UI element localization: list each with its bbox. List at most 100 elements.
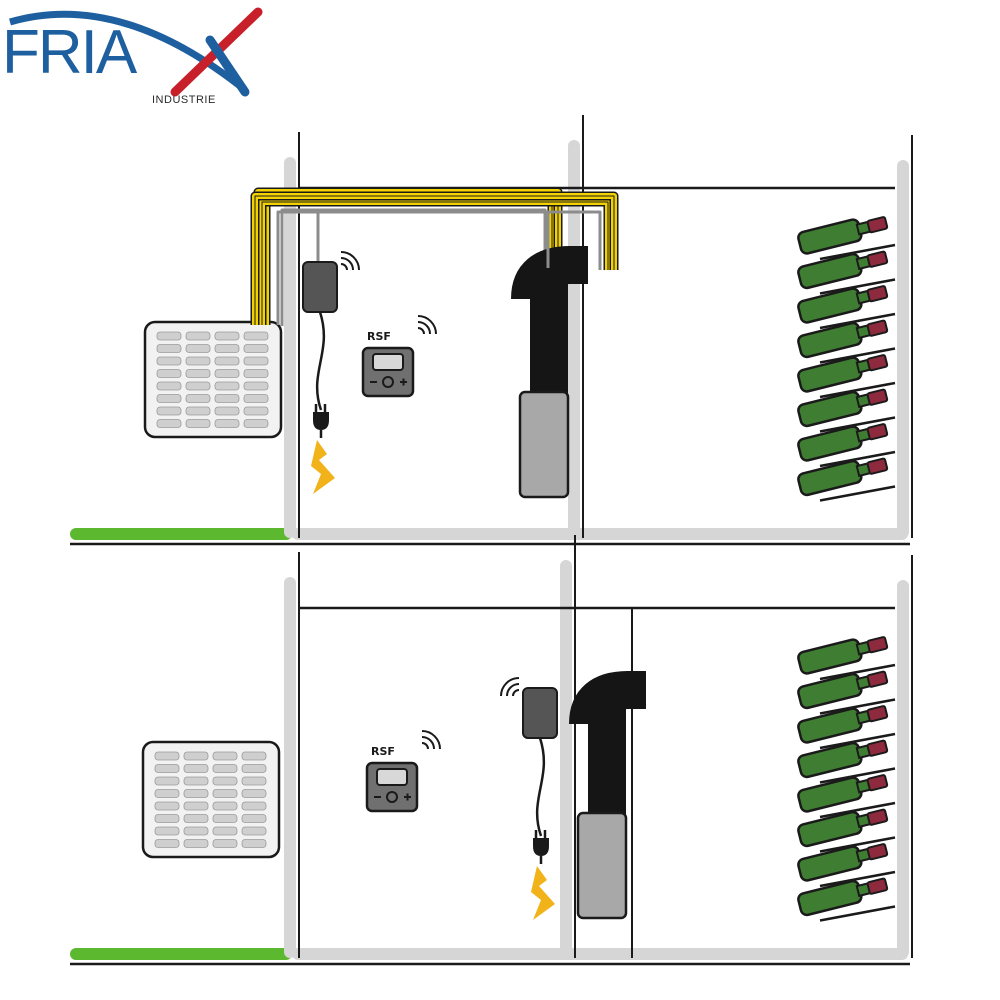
condenser-grille-slot xyxy=(212,789,238,798)
condenser-grille-slot xyxy=(154,801,180,811)
condenser-grille-slot xyxy=(183,839,209,848)
cable-center xyxy=(254,195,615,325)
condenser-grille-slot xyxy=(214,394,240,403)
condenser-grille-slot xyxy=(156,406,182,416)
condenser-grille-slot xyxy=(154,776,180,786)
air-duct xyxy=(588,704,626,832)
condenser-grille-slot xyxy=(156,356,182,366)
wifi-signal-icon xyxy=(417,315,437,335)
condenser-grille-slot xyxy=(243,331,269,341)
condenser-grille-slot xyxy=(183,751,209,761)
electricity-spark-icon xyxy=(311,440,335,494)
condenser-grille-slot xyxy=(243,381,269,391)
exterior-wall xyxy=(284,157,296,538)
thermostat-screen xyxy=(372,353,404,371)
wine-bottle xyxy=(797,808,889,848)
wine-rack xyxy=(797,636,896,922)
rsf-thermostat: RSF xyxy=(361,315,437,398)
bottle-body xyxy=(797,218,863,255)
evaporator-duct-unit xyxy=(569,671,646,920)
condenser-grille-slot xyxy=(212,826,238,836)
wine-bottle xyxy=(797,774,889,813)
condenser-grille-slot xyxy=(243,344,269,353)
condenser-grille-slot xyxy=(243,369,269,378)
condenser-grille-slot xyxy=(212,776,238,786)
cellar-wall xyxy=(897,580,909,958)
condenser-grille-slot xyxy=(183,826,209,836)
bottle-capsule xyxy=(866,843,889,861)
condenser-grille-slot xyxy=(212,839,238,848)
rack-bar xyxy=(819,347,896,364)
bottle-capsule xyxy=(866,774,889,792)
condenser-grille-slot xyxy=(185,394,211,403)
panel-bottom: RSF xyxy=(70,191,913,966)
condenser-grille-slot xyxy=(212,814,238,823)
duct-outlet xyxy=(568,246,588,284)
signal-arc xyxy=(506,683,520,697)
condenser-grille-slot xyxy=(156,394,182,403)
condenser-grille-slot xyxy=(185,369,211,378)
rack-bar xyxy=(819,381,896,399)
logo-word: FRIA xyxy=(2,18,137,87)
rsf-label: RSF xyxy=(371,745,395,758)
condenser-grille-slot xyxy=(154,751,180,761)
signal-arc xyxy=(417,327,425,335)
condenser-grille-slot xyxy=(243,419,269,428)
signal-arc xyxy=(417,315,437,335)
control-box-body xyxy=(302,261,338,313)
wine-bottle xyxy=(797,250,889,290)
bottle-body xyxy=(797,638,863,675)
bottle-capsule xyxy=(866,705,889,723)
signal-cable xyxy=(548,210,602,270)
condenser-grille-slot xyxy=(154,789,180,798)
bottle-capsule xyxy=(866,423,889,441)
rsf-thermostat: RSF xyxy=(365,730,441,813)
wine-bottle xyxy=(797,670,889,710)
wine-bottle xyxy=(797,457,889,497)
condenser-grille-slot xyxy=(154,839,180,848)
condenser-grille-slot xyxy=(183,801,209,811)
condenser-grille-slot xyxy=(154,814,180,823)
rack-bar xyxy=(819,416,896,433)
rack-bar xyxy=(819,312,896,330)
signal-cable xyxy=(276,210,550,325)
rack-bar xyxy=(819,243,896,261)
wine-bottle xyxy=(797,877,889,917)
condenser-grille-slot xyxy=(243,356,269,366)
condenser-grille-slot xyxy=(185,381,211,391)
rack-bar xyxy=(819,278,896,295)
condenser-unit xyxy=(143,320,283,439)
wine-bottle xyxy=(797,636,889,675)
condenser-grille-slot xyxy=(212,764,238,773)
rsf-label: RSF xyxy=(367,330,391,343)
signal-arc xyxy=(340,251,360,271)
wine-bottle xyxy=(797,354,889,393)
condenser-grille-slot xyxy=(156,419,182,428)
rack-bar xyxy=(819,663,896,681)
evaporator-body xyxy=(518,390,570,499)
wifi-signal-icon xyxy=(340,251,360,271)
electricity-spark-icon xyxy=(531,866,555,920)
condenser-grille-slot xyxy=(243,406,269,416)
evaporator-body xyxy=(576,811,628,920)
power-plug-icon xyxy=(313,412,329,430)
condenser-grille-slot xyxy=(243,394,269,403)
control-box-body xyxy=(522,687,558,739)
refrigerant-line-outer xyxy=(257,197,613,325)
rack-bar xyxy=(819,698,896,715)
condenser-grille-slot xyxy=(214,356,240,366)
bottle-capsule xyxy=(866,808,889,826)
condenser-grille-slot xyxy=(185,331,211,341)
condenser-grille-slot xyxy=(185,356,211,366)
thermostat-knob xyxy=(382,376,394,388)
condenser-grille-slot xyxy=(214,344,240,353)
rack-bar xyxy=(819,450,896,468)
panel-top: RSF xyxy=(70,115,913,546)
signal-cable xyxy=(280,208,320,326)
wine-rack xyxy=(797,216,896,502)
friax-logo: FRIA INDUSTRIE xyxy=(0,0,270,110)
bottle-capsule xyxy=(866,285,889,303)
condenser-grille-slot xyxy=(183,814,209,823)
condenser-grille-slot xyxy=(214,369,240,378)
